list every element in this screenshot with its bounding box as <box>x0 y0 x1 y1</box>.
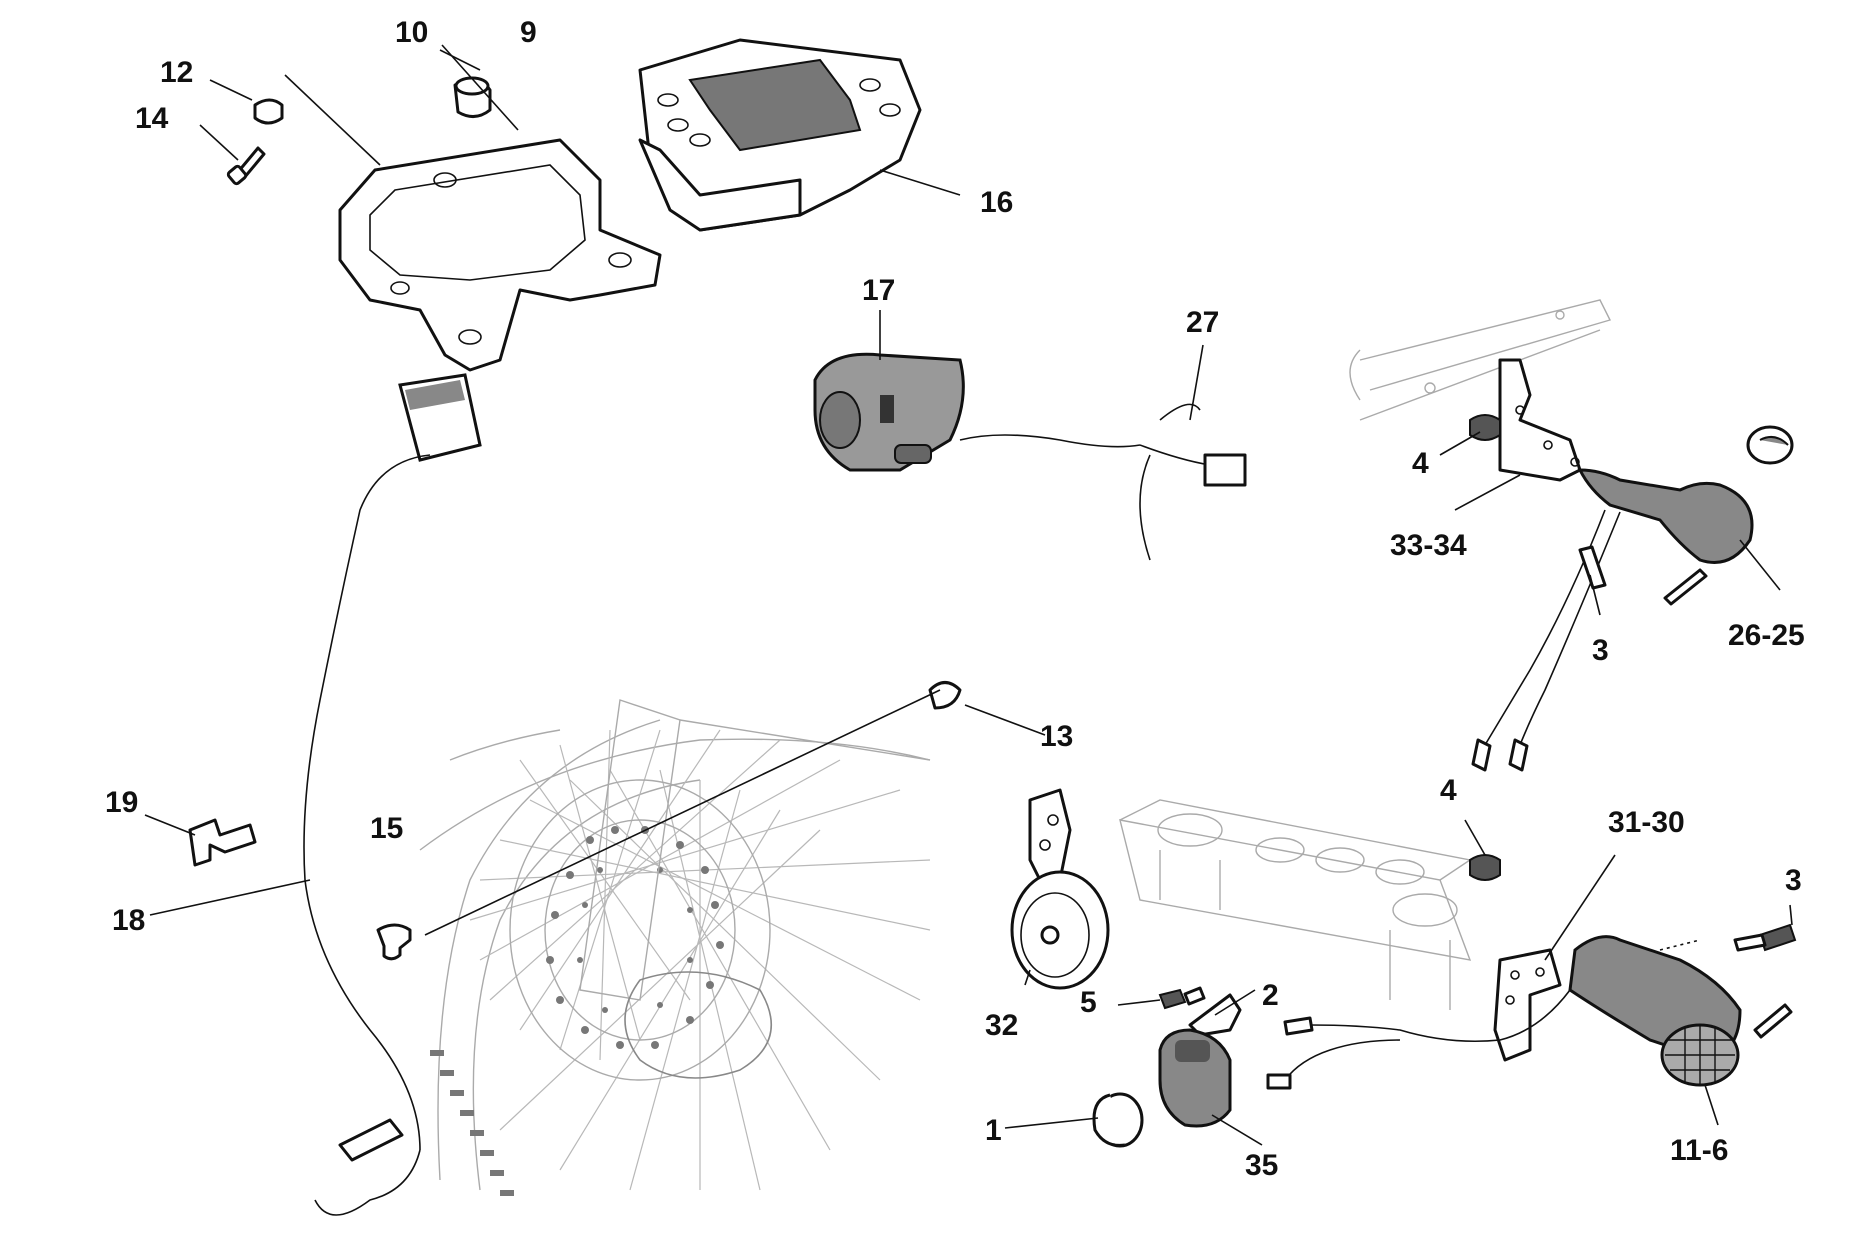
callout-31-30: 31-30 <box>1608 806 1685 839</box>
callouts: 9 10 12 14 16 17 27 4 33-34 3 26-25 13 1… <box>105 16 1805 1182</box>
triple-clamp-ghost <box>1119 799 1472 1010</box>
callout-2: 2 <box>1262 979 1279 1012</box>
callout-32: 32 <box>985 1009 1018 1042</box>
leader-lines <box>144 44 1793 1146</box>
callout-3-upper: 3 <box>1592 634 1609 667</box>
retaining-clip <box>928 681 962 710</box>
callout-33-34: 33-34 <box>1390 529 1467 562</box>
callout-11-6: 11-6 <box>1670 1134 1728 1167</box>
nut <box>253 98 284 125</box>
instrument-cluster <box>638 38 922 232</box>
callout-9: 9 <box>520 16 537 49</box>
callout-26-25: 26-25 <box>1728 619 1805 652</box>
handlebar-switch <box>813 352 1247 561</box>
callout-14: 14 <box>135 102 169 135</box>
instrument-bracket <box>338 138 662 372</box>
callout-17: 17 <box>862 274 895 307</box>
callout-16: 16 <box>980 186 1013 219</box>
callout-19: 19 <box>105 786 138 819</box>
callout-1: 1 <box>985 1114 1002 1147</box>
rear-turn-signal <box>1471 358 1794 772</box>
rubber-grommet <box>453 76 492 118</box>
horn <box>1010 788 1110 990</box>
nut-upper <box>1469 414 1501 441</box>
callout-35: 35 <box>1245 1149 1278 1182</box>
callout-27: 27 <box>1186 306 1219 339</box>
callout-5: 5 <box>1080 986 1097 1019</box>
rear-frame-ghost <box>1349 299 1612 421</box>
speed-sensor-cable <box>303 373 482 1216</box>
callout-4-lower: 4 <box>1440 774 1457 807</box>
nut-lower <box>1469 854 1501 881</box>
front-turn-signal <box>1266 923 1797 1090</box>
callout-4-upper: 4 <box>1412 447 1429 480</box>
callout-15: 15 <box>370 812 403 845</box>
cable-clip <box>188 818 257 867</box>
callout-18: 18 <box>112 904 145 937</box>
callout-12: 12 <box>160 56 193 89</box>
screw <box>226 146 266 186</box>
horn-switch <box>1158 1028 1232 1128</box>
callout-10: 10 <box>395 16 428 49</box>
rubber-cap <box>1092 1092 1144 1148</box>
callout-3-lower: 3 <box>1785 864 1802 897</box>
callout-13: 13 <box>1040 720 1073 753</box>
front-wheel-ghost <box>419 699 931 1196</box>
rubber-plug <box>376 923 412 961</box>
horn-screw <box>1158 986 1206 1010</box>
